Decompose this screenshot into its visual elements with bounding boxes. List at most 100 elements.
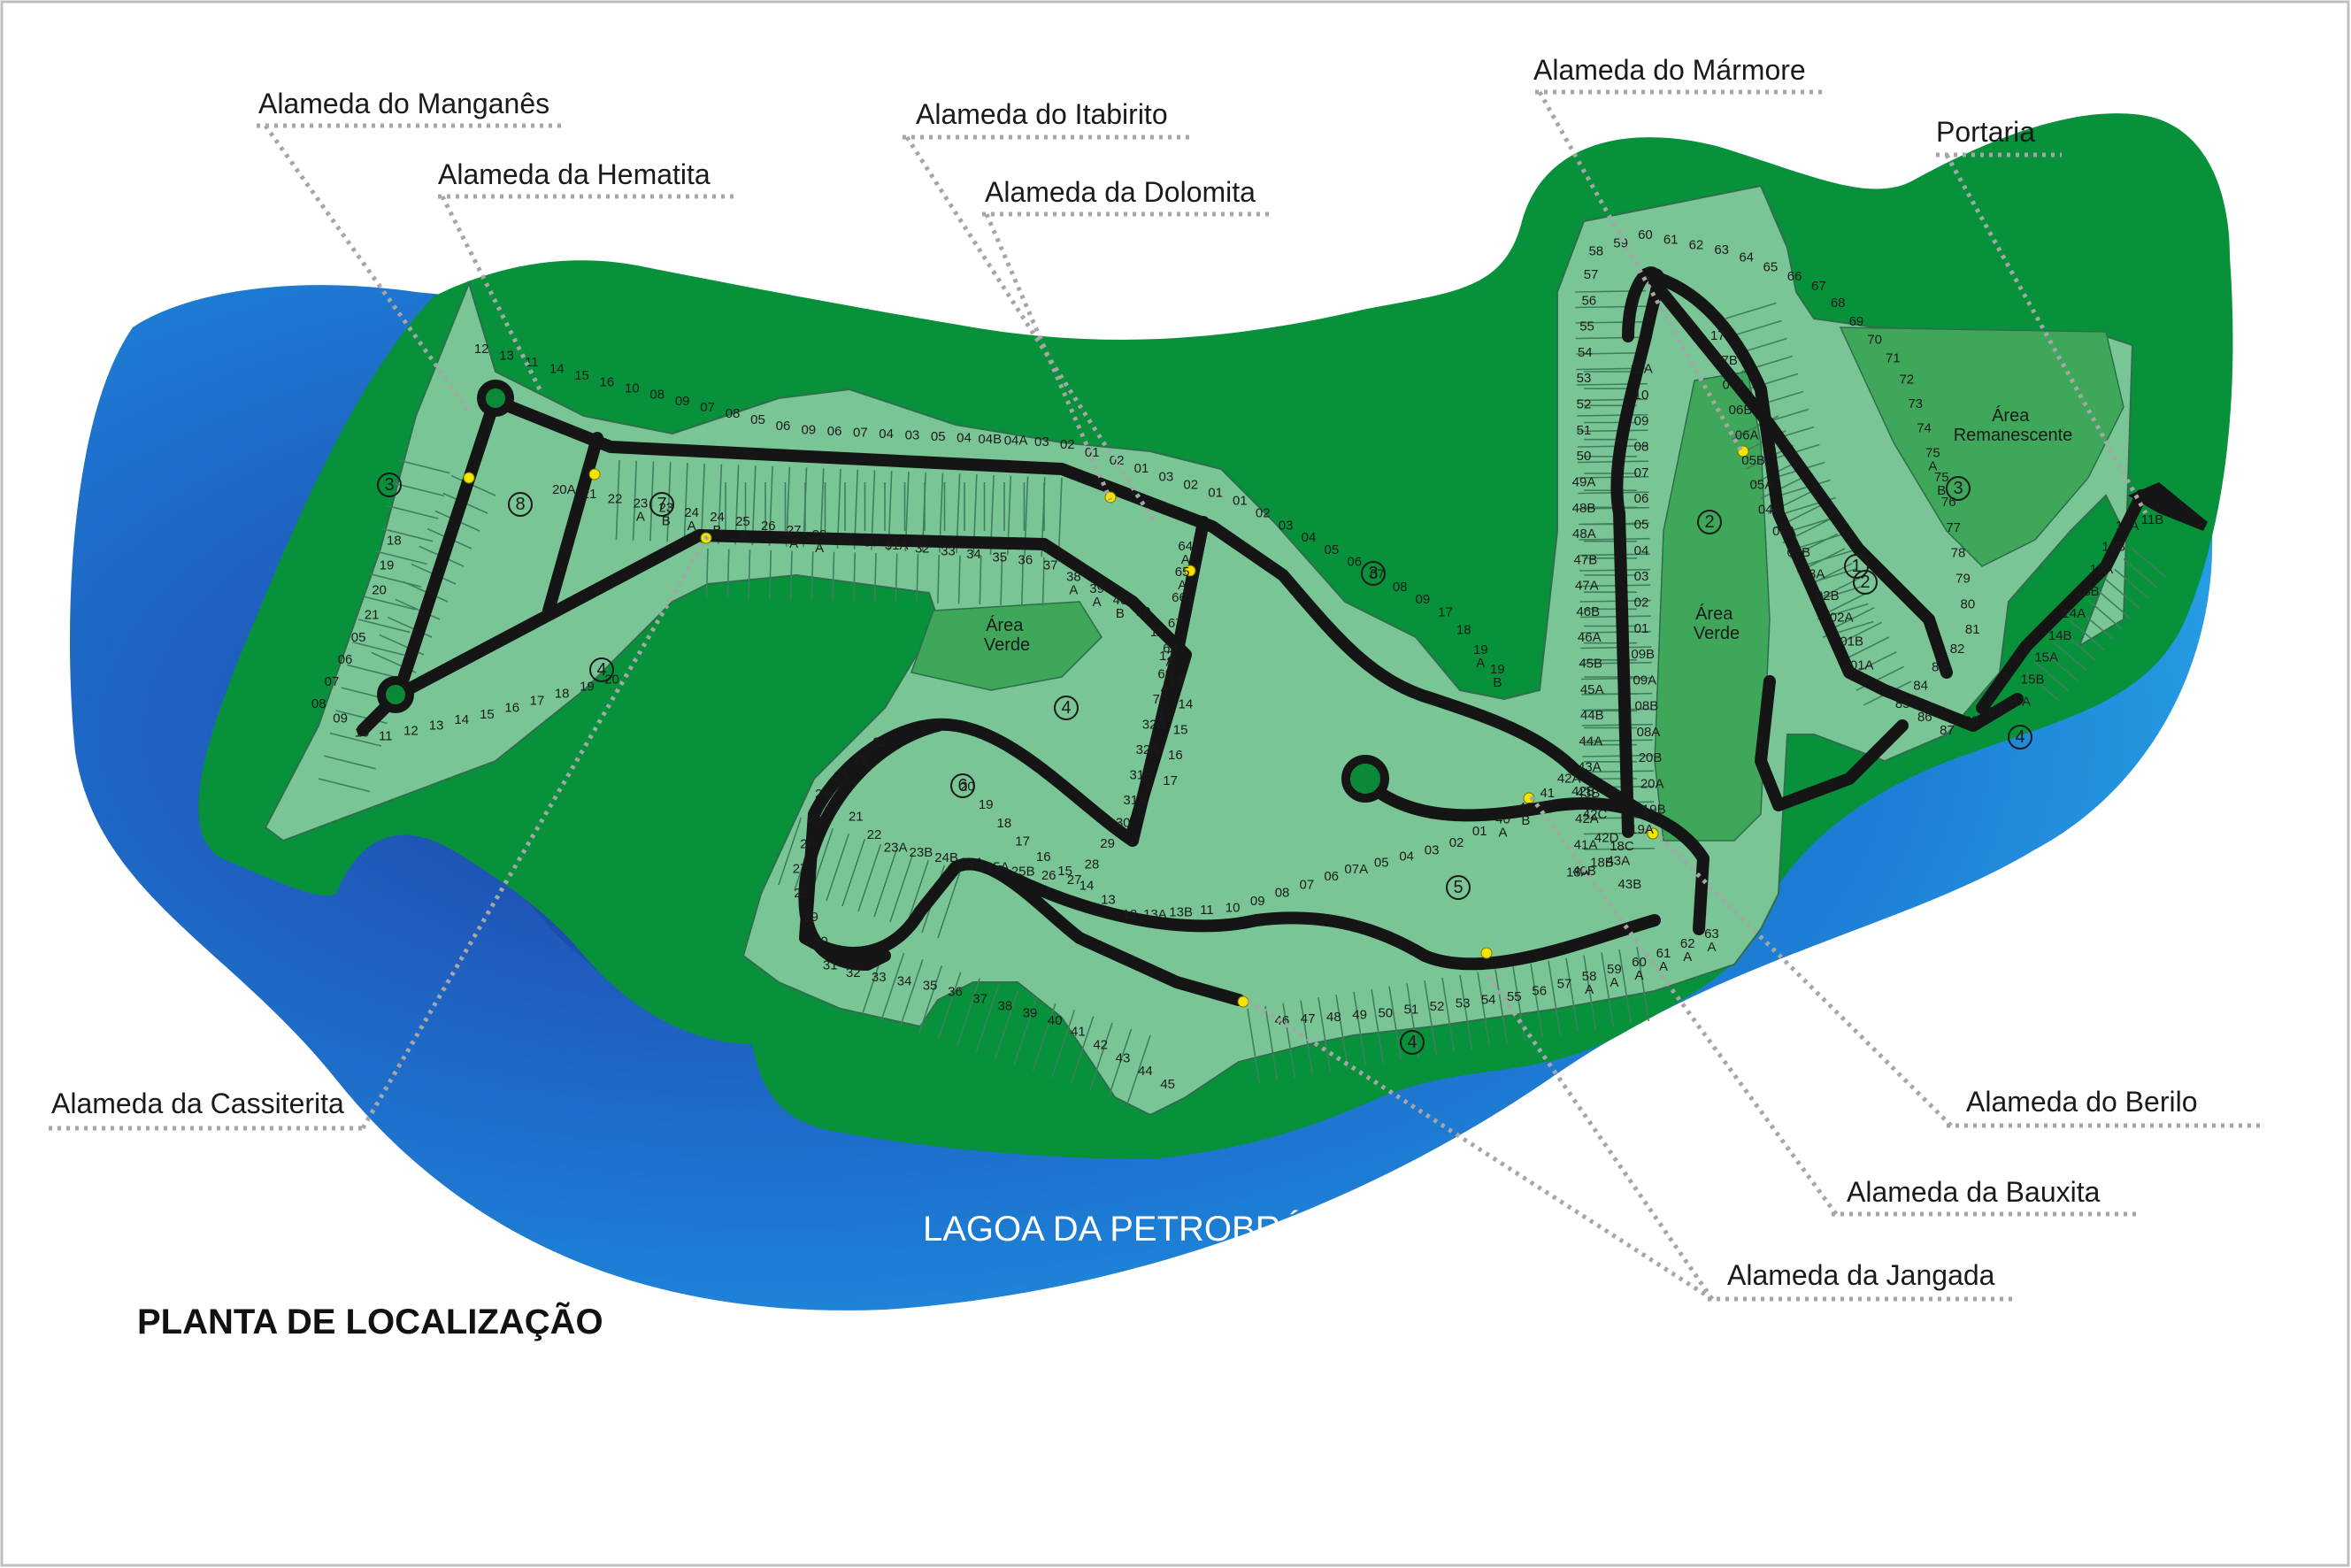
lot-boundary <box>1300 1000 1314 1075</box>
lot-number: 04 <box>879 427 894 442</box>
lot-boundary <box>1000 556 1003 605</box>
lot-boundary <box>2132 548 2167 579</box>
lot-boundary <box>789 550 793 600</box>
lot-number: 09 <box>675 394 690 409</box>
street-marker <box>1480 947 1493 959</box>
lot-number: 06 <box>1324 869 1339 884</box>
lot-number: 08 <box>311 696 327 711</box>
lot-number: 19B <box>1642 803 1666 818</box>
lot-number: 04 <box>1399 849 1414 865</box>
lot-number: 17 <box>1163 773 1178 788</box>
lot-number: 19A <box>1630 822 1654 837</box>
lot-number: 32A <box>1136 742 1160 757</box>
lot-number: 42A <box>1557 772 1581 787</box>
lot-number: 06 <box>1634 491 1649 506</box>
lot-boundary <box>1577 413 1648 417</box>
lot-number: 23B <box>910 845 933 860</box>
svg-text:4: 4 <box>1061 698 1071 718</box>
sector-badge: 2 <box>1697 510 1722 534</box>
lot-number: 07B <box>1714 353 1738 368</box>
svg-text:5: 5 <box>1453 878 1463 897</box>
lot-number: 06 <box>1347 555 1362 570</box>
lot-number: 31A <box>1123 793 1147 808</box>
svg-text:Alameda do Mármore: Alameda do Mármore <box>1533 54 1806 86</box>
sector-badge: 3 <box>1361 561 1386 586</box>
lot-number: 13A <box>1143 907 1167 922</box>
lot-boundary <box>397 459 450 474</box>
lot-boundary <box>1580 630 1652 634</box>
lot-number: 04 <box>1634 543 1649 558</box>
lot-boundary <box>1583 955 1597 1030</box>
street-label-hematita: Alameda da Hematita <box>438 158 739 391</box>
lot-number: 04A <box>1004 433 1028 448</box>
lot-number: 13 <box>429 718 444 733</box>
lot-number: 08 <box>1275 886 1290 901</box>
lot-number: 12 <box>474 342 489 357</box>
lot-boundary <box>1579 615 1651 619</box>
lot-number: 79 <box>1955 571 1971 586</box>
lot-number: 82 <box>1950 642 1965 657</box>
lake-label: LAGOA DA PETROBRÁS <box>923 1209 1328 1249</box>
lot-boundary <box>1530 963 1544 1039</box>
lot-number: 72 <box>1899 372 1914 387</box>
lot-number: 19 <box>580 679 595 694</box>
lot-number: 55 <box>1507 989 1522 1004</box>
lot-number: 12B <box>2101 539 2125 554</box>
lot-number: 18 <box>1456 623 1471 638</box>
lot-boundary <box>2034 661 2070 692</box>
lot-number: 47B <box>1574 552 1598 567</box>
lot-number: 81 <box>1965 622 1980 637</box>
lot-number: 67 <box>1811 279 1826 294</box>
lot-number: 02A <box>1830 611 1854 626</box>
lot-boundary <box>1582 770 1654 773</box>
lot-number: 33 <box>941 544 956 559</box>
lot-number: 46A <box>1578 630 1602 645</box>
lot-number: 29 <box>838 532 853 547</box>
lot-number: 05 <box>1325 542 1340 557</box>
street-label-cassiterita: Alameda da Cassiterita <box>49 534 711 1131</box>
lot-number: 14 <box>454 712 469 727</box>
lot-number: 69 <box>1849 314 1864 329</box>
lot-number: 14 <box>1179 697 1194 712</box>
lot-boundary <box>975 984 1000 1053</box>
lot-number: 43A <box>1606 854 1630 869</box>
lot-boundary <box>937 870 962 939</box>
svg-text:Alameda da Cassiterita: Alameda da Cassiterita <box>51 1088 344 1119</box>
lot-boundary <box>1579 599 1651 603</box>
lot-number: 33 <box>872 970 887 985</box>
lot-number: 48 <box>1326 1010 1341 1025</box>
lot-number: 41 <box>1071 1025 1086 1040</box>
lot-number: 88 <box>1964 714 1979 729</box>
lot-number: 03 <box>1279 518 1294 533</box>
lot-number: 20 <box>960 779 975 794</box>
lot-number: 34 <box>966 547 981 562</box>
road-dolomita-upper <box>494 396 1652 820</box>
lot-number: 02B <box>1816 588 1840 603</box>
lot-boundary <box>880 952 905 1021</box>
lot-number: 42D <box>1594 830 1619 845</box>
sector-badge: 2 <box>1853 570 1878 595</box>
lot-number: 14B <box>2048 628 2072 643</box>
svg-text:7: 7 <box>657 495 666 514</box>
lot-number: 20A <box>552 482 576 497</box>
road-jangada <box>994 865 1661 971</box>
lot-number: 47 <box>1301 1011 1316 1026</box>
lot-number: 54 <box>1578 345 1593 360</box>
lot-number: 21 <box>849 809 864 824</box>
lot-boundary <box>1580 646 1652 649</box>
lot-number: 03 <box>1159 469 1174 484</box>
lot-boundary <box>2123 558 2158 588</box>
svg-text:2: 2 <box>1704 512 1714 532</box>
lot-number: 15A <box>2034 650 2058 665</box>
lot-boundary <box>1795 532 1848 550</box>
lot-number: 01 <box>1134 461 1149 476</box>
lot-boundary <box>1575 336 1647 340</box>
lot-number: 29 <box>1100 836 1115 851</box>
lot-number: 20B <box>1639 750 1663 765</box>
